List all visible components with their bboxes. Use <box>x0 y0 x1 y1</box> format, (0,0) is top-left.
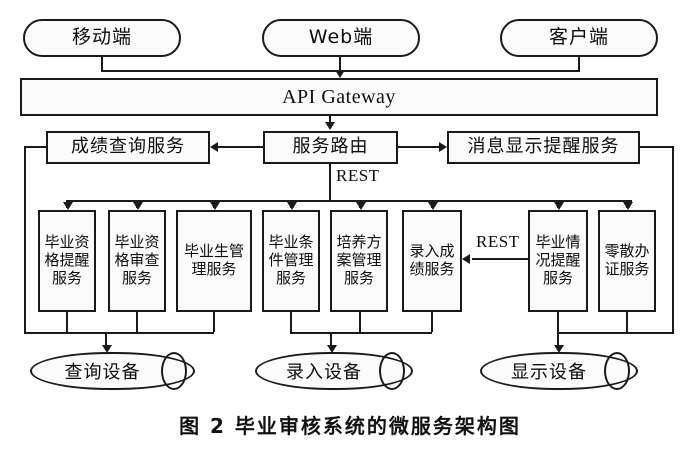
collector-display-to-device <box>557 332 559 350</box>
service-score-entry-label: 录入成绩服务 <box>409 242 455 278</box>
message-notify-service-label: 消息显示提醒服务 <box>467 136 620 158</box>
figure-caption: 图 2 毕业审核系统的微服务架构图 <box>179 414 521 438</box>
bus-right-vertical <box>672 146 674 334</box>
edge-desktop-down <box>578 57 580 72</box>
message-notify-service-node[interactable]: 消息显示提醒服务 <box>447 131 640 164</box>
edge-web-down <box>339 57 341 76</box>
rest-label-cross: REST <box>474 232 522 252</box>
edge-message-notify-right-stub <box>638 146 674 148</box>
collector-s5-down <box>359 312 361 332</box>
service-misc-certificate-node[interactable]: 零散办证服务 <box>598 210 656 312</box>
device-display-node[interactable]: 显示设备 <box>480 352 638 390</box>
service-graduation-qualification-review-label: 毕业资格审查服务 <box>114 233 160 287</box>
arrow-to-service-8 <box>623 202 633 210</box>
collector-s8-down <box>626 312 628 332</box>
device-entry-node[interactable]: 录入设备 <box>255 352 413 390</box>
service-graduation-condition-management-node[interactable]: 毕业条件管理服务 <box>262 210 320 312</box>
arrow-to-service-7 <box>554 202 564 210</box>
collector-query-to-device <box>105 332 107 350</box>
client-web-label: Web端 <box>308 26 374 49</box>
edge-score-query-left-stub <box>24 146 48 148</box>
arrow-to-service-3 <box>210 202 220 210</box>
service-graduation-status-reminder-label: 毕业情况提醒服务 <box>535 233 581 287</box>
service-graduation-qualification-review-node[interactable]: 毕业资格审查服务 <box>108 210 166 312</box>
edge-router-to-message-notify <box>398 146 439 148</box>
client-mobile-node[interactable]: 移动端 <box>23 19 181 57</box>
edge-rest-cross <box>472 258 528 260</box>
service-router-node[interactable]: 服务路由 <box>263 131 398 164</box>
collector-s2-down <box>136 312 138 332</box>
service-training-plan-management-node[interactable]: 培养方案管理服务 <box>330 210 388 312</box>
collector-bar-display <box>557 332 674 334</box>
edge-desktop-left <box>339 70 580 72</box>
service-training-plan-management-label: 培养方案管理服务 <box>336 233 382 287</box>
device-display-label: 显示设备 <box>511 362 587 383</box>
collector-s3-down <box>213 312 215 332</box>
arrow-to-device-entry <box>327 345 337 353</box>
arrow-router-to-score-query <box>210 142 218 152</box>
arrow-to-service-6 <box>428 202 438 210</box>
cylinder-cap-query <box>161 352 187 390</box>
edge-mobile-down <box>101 57 103 72</box>
arrow-rest-cross <box>462 254 470 264</box>
service-graduate-management-node[interactable]: 毕业生管理服务 <box>176 210 252 312</box>
collector-s4-down <box>290 312 292 332</box>
client-mobile-label: 移动端 <box>71 26 132 49</box>
cylinder-cap-display <box>604 352 630 390</box>
device-query-node[interactable]: 查询设备 <box>30 352 195 390</box>
service-score-entry-node[interactable]: 录入成绩服务 <box>402 210 462 312</box>
arrow-to-service-5 <box>356 202 366 210</box>
bus-left-vertical <box>24 146 26 334</box>
arrow-gateway-to-router <box>325 122 335 130</box>
collector-entry-to-device <box>330 332 332 350</box>
collector-bar-query <box>24 332 214 334</box>
arrow-router-to-message-notify <box>439 142 447 152</box>
score-query-service-node[interactable]: 成绩查询服务 <box>46 131 210 164</box>
collector-s1-down <box>66 312 68 332</box>
api-gateway-label: API Gateway <box>282 85 396 108</box>
api-gateway-node[interactable]: API Gateway <box>20 78 658 116</box>
client-desktop-node[interactable]: 客户端 <box>500 19 658 57</box>
device-query-label: 查询设备 <box>64 362 141 383</box>
arrow-to-device-display <box>554 345 564 353</box>
arrow-to-device-query <box>102 345 112 353</box>
service-router-label: 服务路由 <box>292 136 369 158</box>
cylinder-cap-entry <box>379 352 405 390</box>
service-graduation-status-reminder-node[interactable]: 毕业情况提醒服务 <box>528 210 588 312</box>
client-desktop-label: 客户端 <box>548 26 609 49</box>
device-entry-label: 录入设备 <box>286 362 362 383</box>
service-graduation-qualification-reminder-node[interactable]: 毕业资格提醒服务 <box>38 210 96 312</box>
score-query-service-label: 成绩查询服务 <box>71 136 185 158</box>
service-graduation-condition-management-label: 毕业条件管理服务 <box>268 233 314 287</box>
arrow-to-service-4 <box>287 202 297 210</box>
service-misc-certificate-label: 零散办证服务 <box>604 242 650 278</box>
client-web-node[interactable]: Web端 <box>262 19 420 57</box>
collector-s6-down <box>431 312 433 332</box>
arrow-to-service-1 <box>63 202 73 210</box>
arrow-to-service-2 <box>133 202 143 210</box>
collector-bar-entry <box>290 332 432 334</box>
edge-router-rest-down <box>329 164 331 202</box>
edge-router-to-score-query <box>218 146 263 148</box>
bus-service-distribution <box>66 200 632 202</box>
rest-label-router: REST <box>334 166 382 186</box>
collector-s7-down <box>557 312 559 332</box>
service-graduate-management-label: 毕业生管理服务 <box>183 242 244 278</box>
edge-mobile-right <box>101 70 341 72</box>
service-graduation-qualification-reminder-label: 毕业资格提醒服务 <box>44 233 90 287</box>
arrow-clients-to-gateway <box>335 70 345 78</box>
